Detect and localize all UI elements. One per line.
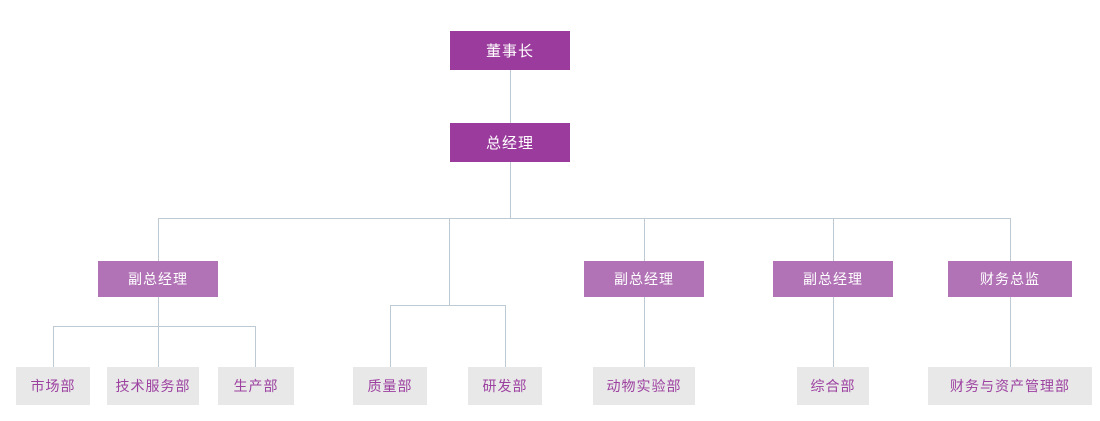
connector-deputy1-horizontal: [53, 326, 255, 327]
connector-drop-finance-director: [1010, 218, 1011, 261]
connector-chairman-gm: [510, 70, 511, 123]
connector-drop-marketing: [53, 326, 54, 367]
org-node-marketing-dept: 市场部: [16, 367, 90, 405]
org-node-quality-dept: 质量部: [353, 367, 427, 405]
connector-drop-deputy3: [833, 218, 834, 261]
connector-junction-horizontal: [390, 305, 505, 306]
connector-deputy1-stem: [158, 297, 159, 367]
org-node-general-affairs-dept: 综合部: [797, 367, 869, 405]
org-node-finance-asset-dept: 财务与资产管理部: [928, 367, 1092, 405]
org-node-production-dept: 生产部: [218, 367, 294, 405]
connector-gm-trunk: [510, 162, 511, 218]
connector-drop-deputy1: [158, 218, 159, 261]
org-node-rnd-dept: 研发部: [468, 367, 542, 405]
org-node-chairman: 董事长: [450, 31, 570, 70]
connector-drop-quality: [390, 305, 391, 367]
connector-deputy3-general-affairs: [833, 297, 834, 367]
connector-drop-rnd: [505, 305, 506, 367]
org-node-deputy-gm-2: 副总经理: [584, 261, 704, 297]
connector-drop-production: [255, 326, 256, 367]
connector-drop-deputy2: [644, 218, 645, 261]
org-node-deputy-gm-1: 副总经理: [98, 261, 218, 297]
org-node-finance-director: 财务总监: [948, 261, 1072, 297]
connector-finance-director-dept: [1010, 297, 1011, 367]
connector-drop-junction: [449, 218, 450, 305]
connector-deputy2-animal-lab: [644, 297, 645, 367]
org-node-animal-lab-dept: 动物实验部: [593, 367, 695, 405]
org-node-general-manager: 总经理: [450, 123, 570, 162]
connector-main-horizontal: [158, 218, 1010, 219]
org-node-tech-service-dept: 技术服务部: [107, 367, 199, 405]
org-node-deputy-gm-3: 副总经理: [773, 261, 893, 297]
